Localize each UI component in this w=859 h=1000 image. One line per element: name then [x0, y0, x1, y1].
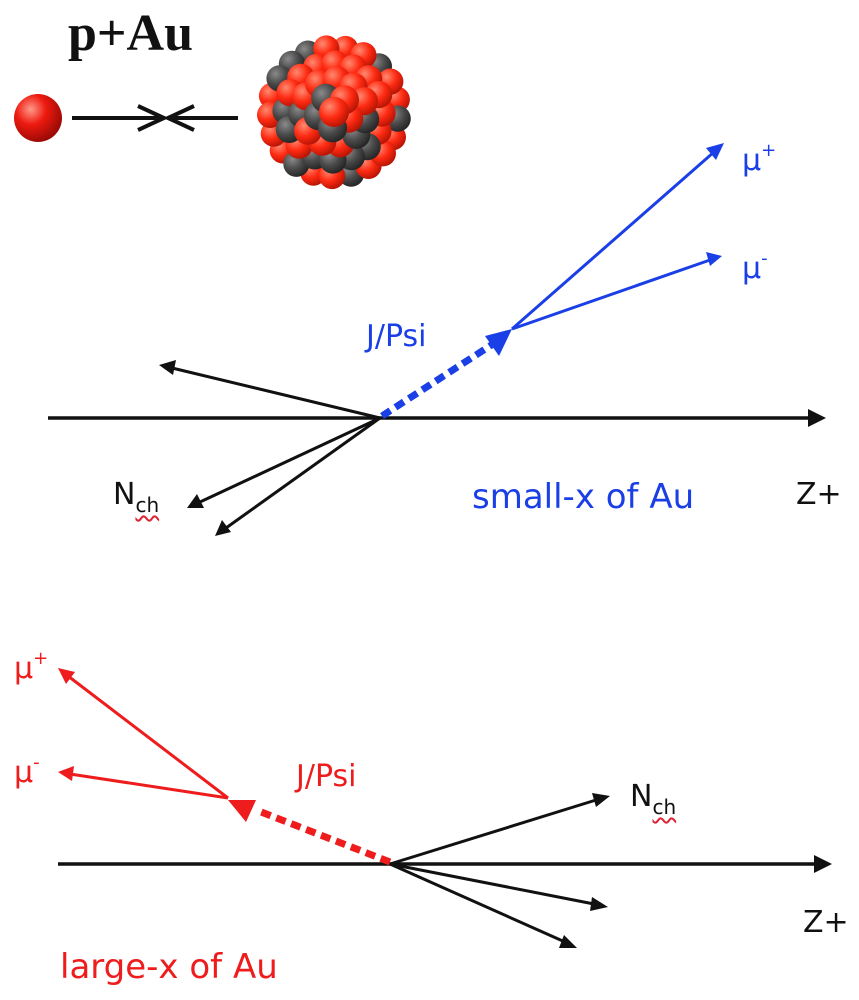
nucleon-proton: [319, 97, 349, 127]
bottom-z-axis-arrowhead: [814, 855, 832, 873]
gold-nucleus-illustration: [257, 35, 411, 190]
top-axis-label: Z+: [796, 477, 842, 512]
top-mu-minus-sign: -: [761, 248, 768, 269]
bottom-axis-label: Z+: [803, 905, 849, 940]
bottom-mu-plus-label: μ+: [14, 650, 48, 684]
bottom-mu-minus-label: μ-: [14, 754, 40, 788]
top-nch-symbol: N: [113, 477, 136, 512]
top-mu-plus-label: μ+: [742, 142, 776, 176]
bottom-track-down-head: [559, 935, 577, 948]
top-mu-minus-symbol: μ: [742, 251, 762, 286]
bottom-track-nch: [389, 798, 597, 866]
top-mu-minus-arrowhead: [706, 252, 722, 266]
bottom-mu-plus-track: [67, 674, 229, 800]
top-nch-subscript: ch: [135, 493, 160, 517]
top-jpsi-track: [380, 339, 498, 419]
top-track-nch-head: [187, 494, 204, 508]
top-mu-plus-symbol: μ: [742, 143, 762, 178]
bottom-mu-minus-track: [69, 772, 229, 800]
top-jpsi-label: J/Psi: [366, 319, 427, 354]
bottom-nch-subscript: ch: [652, 795, 677, 819]
bottom-mu-minus-symbol: μ: [14, 755, 34, 790]
bottom-mu-plus-sign: +: [33, 648, 49, 669]
top-z-axis-arrowhead: [808, 409, 826, 427]
top-track-back-up: [171, 366, 381, 420]
beam-illustration: [14, 94, 238, 142]
bottom-jpsi-track: [254, 806, 392, 866]
bottom-track-mid-head: [590, 897, 608, 911]
top-nch-label: Nch: [113, 477, 159, 516]
collision-title: p+Au: [68, 5, 194, 62]
top-caption: small-x of Au: [472, 477, 695, 517]
bottom-jpsi-arrowhead: [228, 800, 256, 822]
beam-arrow-left-head: [163, 104, 195, 132]
top-track-down-head: [215, 520, 231, 536]
top-track-back-up-head: [159, 360, 176, 375]
bottom-mu-plus-arrowhead: [58, 668, 75, 684]
bottom-nch-symbol: N: [630, 779, 653, 814]
top-mu-minus-track: [511, 258, 711, 331]
top-panel: [48, 143, 826, 536]
top-track-down: [225, 416, 381, 530]
bottom-track-down: [389, 862, 566, 944]
top-track-nch: [199, 416, 381, 504]
top-mu-plus-arrowhead: [706, 143, 724, 160]
bottom-track-mid: [389, 862, 595, 906]
bottom-panel: [58, 668, 832, 948]
bottom-track-nch-head: [592, 793, 610, 807]
proton-sphere: [14, 94, 62, 142]
bottom-mu-minus-arrowhead: [58, 766, 74, 781]
top-jpsi-arrowhead: [485, 329, 512, 356]
top-mu-plus-track: [511, 150, 715, 331]
bottom-mu-plus-symbol: μ: [14, 651, 34, 686]
bottom-caption: large-x of Au: [60, 947, 278, 987]
bottom-mu-minus-sign: -: [33, 752, 40, 773]
bottom-jpsi-label: J/Psi: [296, 759, 357, 794]
top-mu-plus-sign: +: [761, 140, 777, 161]
top-mu-minus-label: μ-: [742, 250, 768, 284]
bottom-nch-label: Nch: [630, 779, 676, 818]
